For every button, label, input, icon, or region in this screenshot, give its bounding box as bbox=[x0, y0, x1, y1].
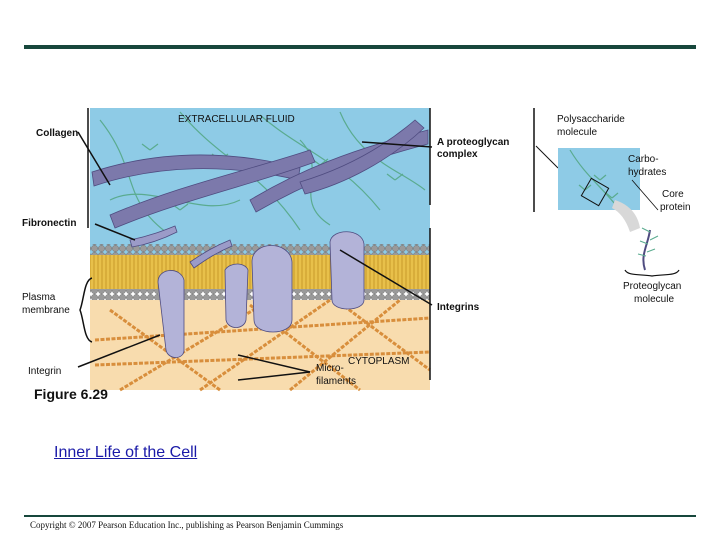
carbohydrates-label-line1: Carbo- bbox=[628, 154, 659, 165]
plasma-membrane-label-line1: Plasma bbox=[22, 292, 56, 303]
polysaccharide-label-line2: molecule bbox=[557, 127, 598, 138]
microfilaments-label-line2: filaments bbox=[316, 376, 357, 387]
copyright-text: Copyright © 2007 Pearson Education Inc.,… bbox=[30, 520, 344, 530]
integrin-label: Integrin bbox=[28, 366, 62, 377]
main-panel bbox=[77, 108, 433, 392]
proteoglycan-molecule-label-line1: Proteoglycan bbox=[623, 281, 682, 292]
collagen-label: Collagen bbox=[36, 128, 79, 139]
proteoglycan-molecule-label-line2: molecule bbox=[634, 294, 675, 305]
proteoglycan-detail-panel bbox=[533, 108, 680, 277]
cytoplasm-label: CYTOPLASM bbox=[348, 356, 410, 367]
integrin-proteins bbox=[157, 231, 365, 358]
bottom-rule bbox=[24, 515, 696, 517]
proteoglycan-complex-label-line2: complex bbox=[437, 149, 478, 160]
fibronectin-label: Fibronectin bbox=[22, 218, 77, 229]
polysaccharide-label-line1: Polysaccharide bbox=[557, 114, 625, 125]
extracellular-fluid-label: EXTRACELLULAR FLUID bbox=[178, 114, 295, 125]
carbohydrates-label-line2: hydrates bbox=[628, 167, 667, 178]
core-protein-label-line1: Core bbox=[662, 189, 684, 200]
integrins-label: Integrins bbox=[437, 302, 480, 313]
inner-life-link[interactable]: Inner Life of the Cell bbox=[54, 444, 198, 461]
fibronectin bbox=[129, 225, 233, 269]
proteoglycan-complex-label-line1: A proteoglycan bbox=[437, 137, 510, 148]
microfilaments-label-line1: Micro- bbox=[316, 363, 344, 374]
collagen-fibers bbox=[91, 119, 429, 229]
figure-label: Figure 6.29 bbox=[34, 386, 108, 402]
leader-lines bbox=[77, 131, 433, 381]
brackets bbox=[79, 108, 431, 380]
plasma-membrane-label-line2: membrane bbox=[22, 305, 70, 316]
top-rule bbox=[24, 45, 696, 49]
core-protein-label-line2: protein bbox=[660, 202, 691, 213]
